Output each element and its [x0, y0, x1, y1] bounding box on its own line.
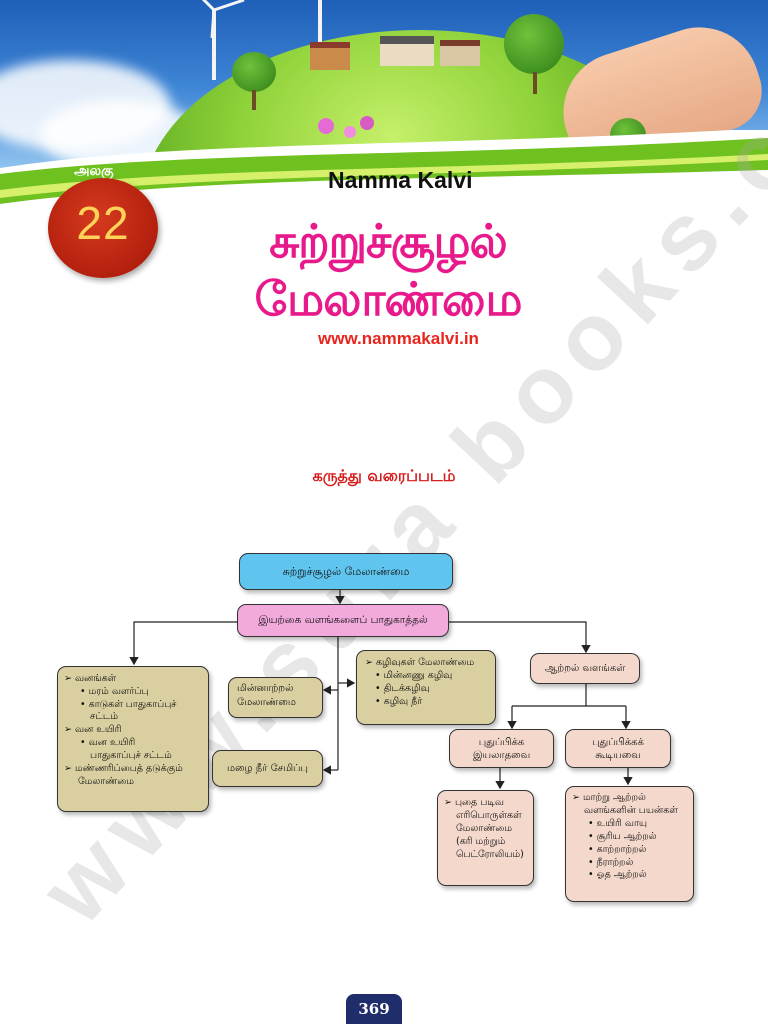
list-item: • நீராற்றல்: [588, 856, 634, 868]
rainwater-harvesting-node: மழை நீர் சேமிப்பு: [212, 750, 323, 787]
list-item: • ஓத ஆற்றல்: [588, 869, 647, 881]
waste-management-node: ➢ கழிவுகள் மேலாண்மை • மின்னணு கழிவு • தி…: [356, 650, 496, 725]
green-swoosh: [0, 130, 768, 220]
forests-wildlife-node: ➢ வனங்கள் • மரம் வளர்ப்பு • காடுகள் பாது…: [57, 666, 209, 812]
site-url-link[interactable]: www.nammakalvi.in: [318, 329, 479, 348]
list-item: • காடுகள் பாதுகாப்புச்: [80, 698, 177, 710]
list-item: ➢ வன உயிரி: [64, 724, 122, 736]
energy-resources-node: ஆற்றல் வளங்கள்: [530, 653, 640, 684]
list-item: ➢ மாற்று ஆற்றல்: [572, 792, 646, 803]
concept-map-title: கருத்து வரைப்படம்: [312, 466, 456, 485]
renewable-node: புதுப்பிக்கக் கூடியவை: [565, 729, 671, 768]
node-label: (கரி மற்றும்: [456, 836, 506, 848]
list-item: • மின்னணு கழிவு: [375, 670, 453, 682]
list-item: பாதுகாப்புச் சட்டம்: [90, 749, 172, 761]
node-label: இயலாதவை: [472, 749, 531, 761]
header-banner: [0, 0, 768, 220]
list-item: ➢ கழிவுகள் மேலாண்மை: [365, 657, 475, 668]
page-number: 369: [346, 994, 402, 1024]
alternative-energy-node: ➢ மாற்று ஆற்றல் வளங்களின் பயன்கள் • உயிர…: [565, 786, 694, 902]
node-label: மின்னாற்றல்: [237, 683, 294, 694]
node-label: ➢ புதை படிவ: [444, 797, 504, 808]
unit-number-badge: [48, 178, 158, 278]
conserve-resources-node: இயற்கை வளங்களைப் பாதுகாத்தல்: [237, 604, 449, 637]
node-label: புதுப்பிக்கக்: [592, 736, 644, 748]
node-label: பெட்ரோலியம்): [456, 849, 524, 861]
unit-number: 22: [76, 197, 130, 249]
root-node: சுற்றுச்சூழல் மேலாண்மை: [239, 553, 453, 590]
node-label: புதுப்பிக்க: [478, 736, 525, 748]
list-item: • மரம் வளர்ப்பு: [80, 685, 149, 697]
hydro-power-node: மின்னாற்றல் மேலாண்மை: [228, 677, 323, 718]
unit-label: அலகு: [74, 163, 114, 179]
node-label: மேலாண்மை: [237, 697, 296, 708]
site-name: Namma Kalvi: [328, 167, 473, 193]
list-item: • திடக்கழிவு: [375, 683, 430, 695]
chapter-title-line1: சுற்றுச்சூழல்: [269, 214, 507, 268]
node-label: கூடியவை: [595, 749, 641, 761]
list-item: வளங்களின் பயன்கள்: [584, 804, 678, 816]
fossil-fuel-node: ➢ புதை படிவ எரிபொருள்கள் மேலாண்மை (கரி ம…: [437, 790, 534, 886]
list-item: • சூரிய ஆற்றல்: [588, 830, 657, 842]
list-item: சட்டம்: [90, 711, 119, 723]
list-item: • வன உயிரி: [80, 737, 136, 749]
chapter-title-line2: மேலாண்மை: [254, 272, 523, 326]
list-item: • கழிவு நீர்: [375, 696, 423, 708]
non-renewable-node: புதுப்பிக்க இயலாதவை: [449, 729, 554, 768]
list-item: ➢ மண்ணரிப்பைத் தடுக்கும்: [64, 762, 183, 774]
list-item: ➢ வனங்கள்: [64, 673, 117, 684]
node-label: மேலாண்மை: [456, 823, 512, 835]
node-label: எரிபொருள்கள்: [456, 810, 522, 822]
list-item: • உயிரி வாயு: [588, 817, 648, 829]
list-item: • காற்றாற்றல்: [588, 843, 647, 855]
list-item: மேலாண்மை: [78, 775, 134, 787]
